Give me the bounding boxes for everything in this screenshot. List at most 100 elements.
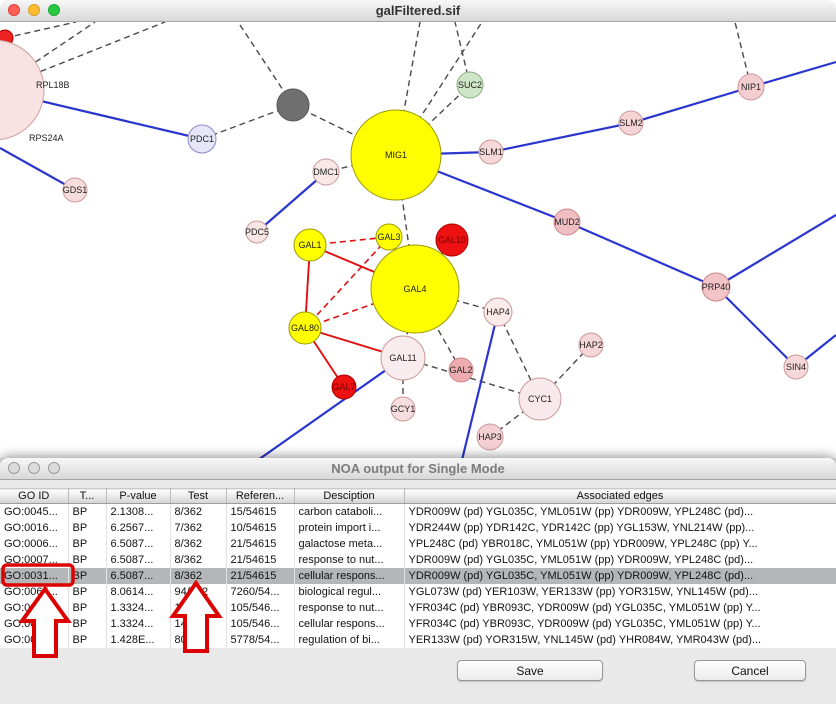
node-SLM1[interactable] [478,139,504,165]
node-MIG1[interactable] [350,109,442,201]
cell: YGL073W (pd) YER103W, YER133W (pp) YOR31… [404,584,836,600]
edge-HAP4-a12 [460,311,500,461]
node-label-GAL11: GAL11 [389,353,416,363]
cell: biological regul... [294,584,405,600]
cell: cellular respons... [294,616,405,632]
cell: 8.0614... [106,584,171,600]
node-DARK[interactable] [276,88,310,122]
node-label-GAL4: GAL4 [403,284,426,294]
node-GAL11[interactable] [380,335,426,381]
cell: YDR009W (pd) YGL035C, YML051W (pp) YDR00… [404,568,836,584]
node-SLM2[interactable] [618,110,644,136]
cancel-button[interactable]: Cancel [694,660,806,681]
cell: 105/546... [226,616,295,632]
cell: GO:0006... [0,536,69,552]
node-GDS1[interactable] [62,177,88,203]
node-GAL3[interactable] [375,223,403,251]
node-HAP3[interactable] [476,423,504,451]
node-NIP1[interactable] [737,73,765,101]
noa-window-title: NOA output for Single Mode [331,461,505,476]
cell: YPL248C (pd) YBR018C, YML051W (pp) YDR00… [404,536,836,552]
node-GAL7[interactable] [331,374,357,400]
cell: BP [68,600,107,616]
node-label-GAL7: GAL7 [332,382,355,392]
node-GAL80[interactable] [288,311,322,345]
column-header[interactable]: Associated edges [404,488,836,504]
close-button[interactable] [8,4,20,16]
network-window-title: galFiltered.sif [375,3,461,18]
node-PDC5[interactable] [245,220,269,244]
node-GAL10[interactable] [435,223,469,257]
node-label-GDS1: GDS1 [63,185,88,195]
cell: BP [68,616,107,632]
cell: GO:0031... [0,616,69,632]
node-SUC2[interactable] [456,71,484,99]
column-header[interactable]: P-value [106,488,171,504]
cell: BP [68,568,107,584]
node-PDC1[interactable] [187,124,217,154]
zoom-button[interactable] [48,4,60,16]
node-DMC1[interactable] [312,158,340,186]
node-GAL4[interactable] [370,244,460,334]
edge-DMC1-PDC5 [256,171,327,233]
close-button[interactable] [8,462,20,474]
node-CYC1[interactable] [518,377,562,421]
network-window-titlebar[interactable]: galFiltered.sif [0,0,836,22]
cell: response to nut... [294,600,405,616]
cell: 105/546... [226,600,295,616]
node-label-RPL18B: RPL18B [36,80,70,90]
column-header[interactable]: Test [170,488,227,504]
node-GAL2[interactable] [448,357,474,383]
cell: BP [68,536,107,552]
cell: 8/362 [170,568,227,584]
node-SIN4[interactable] [783,354,809,380]
minimize-button[interactable] [28,4,40,16]
edge-NIP1-a8 [750,60,836,89]
node-label-DMC1: DMC1 [313,167,339,177]
cell: BP [68,584,107,600]
cell: 1.3324... [106,600,171,616]
cell: 6.5087... [106,552,171,568]
cell: YFR034C (pd) YBR093C, YDR009W (pd) YGL03… [404,600,836,616]
column-header[interactable]: Referen... [226,488,295,504]
column-header[interactable]: T... [68,488,107,504]
node-HAP4[interactable] [483,297,513,327]
column-header[interactable]: Desciption [294,488,405,504]
cell: BP [68,520,107,536]
node-PRP40[interactable] [701,272,731,302]
node-label-HAP2: HAP2 [579,340,603,350]
cell: 6.5087... [106,568,171,584]
cell: protein import i... [294,520,405,536]
cell: galactose meta... [294,536,405,552]
node-label-PDC5: PDC5 [245,227,269,237]
save-button[interactable]: Save [457,660,603,681]
edge-PRP40-SIN4 [715,286,797,368]
column-header[interactable]: GO ID [0,488,69,504]
node-MUD2[interactable] [553,208,581,236]
zoom-button[interactable] [48,462,60,474]
node-GAL1[interactable] [293,228,327,262]
minimize-button[interactable] [28,462,40,474]
noa-window-titlebar[interactable]: NOA output for Single Mode [0,458,836,480]
edge-SLM2-NIP1 [630,85,752,125]
cell: 1.3324... [106,616,171,632]
node-GCY1[interactable] [390,396,416,422]
node-label-MUD2: MUD2 [554,217,580,227]
node-label-SIN4: SIN4 [786,362,806,372]
edge-MUD2-PRP40 [566,220,717,289]
node-BIGTL[interactable] [0,39,45,141]
cell: regulation of bi... [294,632,405,648]
node-HAP2[interactable] [578,332,604,358]
